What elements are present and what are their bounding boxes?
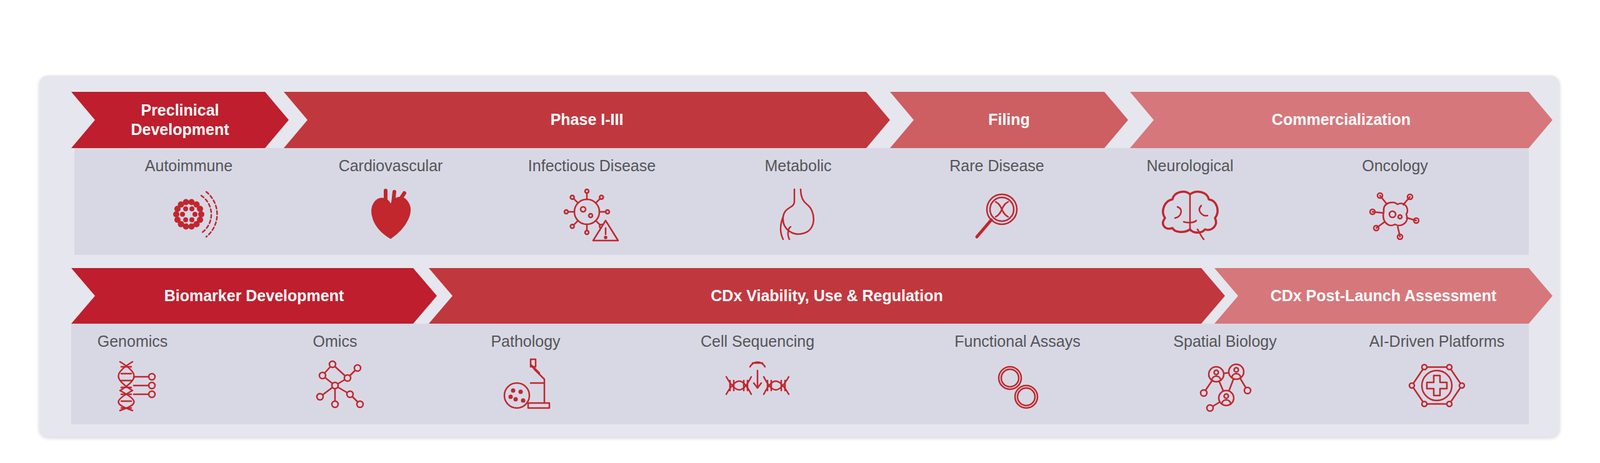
spatial-network-icon [1200, 364, 1251, 412]
magnifier-icon [976, 194, 1017, 237]
virus-icon [564, 189, 619, 241]
dna-icon [118, 361, 156, 411]
stage-chevron: CDx Post-Launch Assessment [1214, 268, 1553, 324]
chevron-inner: Phase I-III [283, 91, 890, 149]
chevron-fill [71, 91, 289, 149]
stomach-icon [780, 189, 814, 240]
stage-title: Filing [988, 110, 1030, 130]
stage-title: Preclinical Development [114, 100, 246, 140]
category-label: Infectious Disease [528, 156, 656, 175]
category-label: Functional Assays [954, 332, 1081, 351]
chevron-shape [71, 91, 289, 149]
category-label: Omics [313, 332, 358, 351]
stage-chevron: Phase I-III [283, 91, 890, 149]
chevron-fill [1214, 268, 1553, 324]
stage-chevron: CDx Viability, Use & Regulation [428, 268, 1225, 324]
chevron-inner: Preclinical Development [71, 91, 289, 149]
chevron-inner: Biomarker Development [71, 268, 437, 324]
chevron-fill [71, 268, 437, 324]
sequencing-icon [726, 362, 789, 395]
stage-chevron: Commercialization [1130, 91, 1553, 149]
stage-title: Commercialization [1271, 110, 1411, 130]
category-label: Spatial Biology [1173, 332, 1277, 351]
stage-chevron: Biomarker Development [71, 268, 437, 324]
category-label: Metabolic [765, 156, 832, 175]
autoimmune-icon [173, 191, 217, 237]
category-label: Autoimmune [145, 156, 233, 175]
cells-icon [998, 366, 1038, 409]
brain-icon [1163, 191, 1218, 240]
stage-chevron: Filing [890, 91, 1129, 149]
stage-title: CDx Post-Launch Assessment [1270, 286, 1497, 306]
stage-title: CDx Viability, Use & Regulation [710, 286, 943, 306]
category-label: Cell Sequencing [700, 332, 815, 351]
stage-title: Biomarker Development [164, 286, 345, 306]
chevron-fill [283, 91, 890, 149]
category-label: Oncology [1361, 156, 1429, 175]
category-label: Genomics [97, 332, 169, 351]
chevron-inner: CDx Post-Launch Assessment [1214, 268, 1553, 324]
tumor-cell-icon [1370, 193, 1419, 240]
chevron-inner: Filing [890, 91, 1129, 149]
category-label: Pathology [490, 332, 560, 351]
microscope-icon [504, 359, 550, 409]
stage-chevron: Preclinical Development [71, 91, 289, 149]
chevron-inner: Commercialization [1130, 91, 1553, 149]
chevron-fill [890, 91, 1129, 149]
network-icon [316, 361, 364, 408]
category-label: Rare Disease [949, 156, 1044, 175]
chevron-fill [1130, 91, 1553, 149]
ai-platform-icon [1409, 365, 1465, 407]
chevron-fill [428, 268, 1225, 324]
category-label: AI-Driven Platforms [1369, 332, 1505, 351]
category-label: Cardiovascular [338, 156, 444, 175]
chevron-inner: CDx Viability, Use & Regulation [428, 268, 1225, 324]
category-label: Neurological [1146, 156, 1234, 175]
stage-title: Phase I-III [550, 110, 624, 130]
heart-icon [371, 190, 410, 239]
